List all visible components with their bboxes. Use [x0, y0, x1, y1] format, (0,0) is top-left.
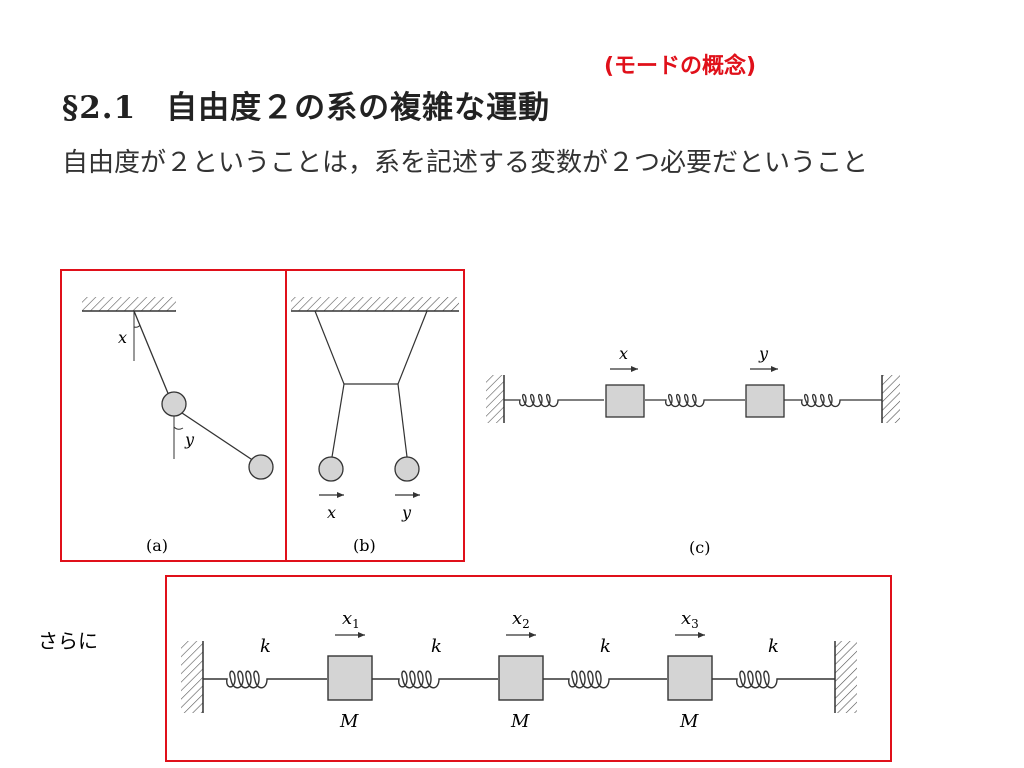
spring-middle [645, 393, 745, 408]
figure-b-x-label: x [327, 503, 336, 522]
figure-c-y-label: y [758, 344, 769, 363]
figure-b-frame [285, 269, 465, 562]
x2-label: x2 [512, 608, 530, 631]
mode-concept-note: (モードの概念) [604, 54, 757, 79]
mass-x [605, 384, 645, 418]
spring-1-k-label: k [260, 636, 271, 657]
figure-b-coupled-pendulums: x y (b) [291, 297, 459, 555]
figure-a-double-pendulum: x y (a) [82, 297, 274, 555]
figure-a-x-label: x [118, 328, 127, 347]
spring-1 [203, 670, 327, 689]
spring-left [504, 393, 604, 408]
mass-2 [498, 655, 544, 701]
section-number: §2.1 [62, 90, 137, 126]
figure-c-x-label: x [619, 344, 628, 363]
x2-base: x [512, 608, 522, 629]
left-wall [181, 641, 203, 713]
figure-b-y-label: y [401, 503, 412, 522]
mass-3 [667, 655, 713, 701]
ceiling-hatch [82, 297, 176, 311]
spring-3-k-label: k [600, 636, 611, 657]
x3-label: x3 [681, 608, 699, 631]
pendulum-bob-left [318, 456, 344, 482]
mass-2-label: M [510, 711, 530, 732]
x1-label: x1 [342, 608, 360, 631]
spring-2 [372, 670, 498, 689]
figure-c-caption: (c) [689, 538, 710, 557]
figure-a-caption: (a) [146, 536, 168, 555]
pendulum-bob-right [394, 456, 420, 482]
figure-a-y-label: y [184, 430, 195, 449]
right-wall [835, 641, 857, 713]
three-mass-frame [165, 575, 892, 762]
section-title: 自由度２の系の複雑な運動 [166, 90, 551, 126]
x3-base: x [681, 608, 691, 629]
mass-y [745, 384, 785, 418]
mass-3-label: M [679, 711, 699, 732]
three-mass-spring-system: k k k k M M M x1 x2 x3 [181, 608, 857, 732]
ceiling-hatch [291, 297, 459, 311]
sarani-label: さらに [38, 629, 98, 653]
right-wall [882, 375, 900, 423]
mass-1-label: M [339, 711, 359, 732]
x3-subscript: 3 [691, 617, 699, 631]
x2-subscript: 2 [522, 617, 530, 631]
spring-4 [712, 670, 835, 689]
figure-b-caption: (b) [353, 536, 376, 555]
spring-2-k-label: k [431, 636, 442, 657]
spring-right [784, 393, 882, 408]
spring-4-k-label: k [768, 636, 779, 657]
mass-1 [327, 655, 373, 701]
x1-subscript: 1 [352, 617, 360, 631]
x1-base: x [342, 608, 352, 629]
pendulum-bob-upper [161, 391, 187, 417]
section-heading: §2.1 自由度２の系の複雑な運動 [62, 82, 550, 127]
left-wall [486, 375, 504, 423]
spring-3 [543, 670, 667, 689]
figure-c-two-mass-spring: x y (c) [486, 344, 900, 557]
body-text: 自由度が２ということは，系を記述する変数が２つ必要だということ [62, 148, 869, 178]
pendulum-bob-lower [248, 454, 274, 480]
